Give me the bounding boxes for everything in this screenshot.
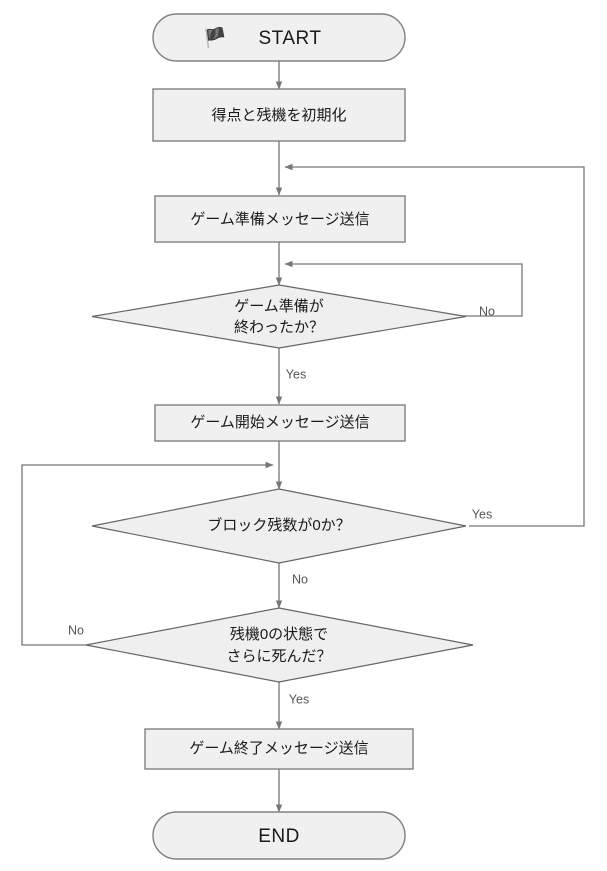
end-msg-shape [144, 728, 414, 770]
life-check-shape [85, 607, 474, 683]
node-prepare-check[interactable]: ゲーム準備が 終わったか？ [91, 284, 467, 349]
edge-label-block-yes: Yes [472, 507, 492, 521]
end-shape [152, 811, 406, 860]
node-start[interactable]: 🏴 START [152, 13, 406, 62]
edge-label-life-yes: Yes [289, 692, 309, 706]
prepare-msg-shape [154, 195, 406, 243]
start-shape [152, 13, 406, 62]
node-start-msg[interactable]: ゲーム開始メッセージ送信 [154, 404, 406, 442]
edge-label-life-no: No [68, 623, 84, 637]
start-msg-shape [154, 404, 406, 442]
edge-label-block-no: No [292, 572, 308, 586]
init-label: 得点と残機を初期化 [211, 107, 346, 124]
block-check-label: ブロック残数が0か？ [207, 516, 350, 534]
life-check-label-line1: 残機0の状態で [230, 626, 328, 643]
prepare-check-shape [91, 284, 467, 349]
prepare-check-label-line2: 終わったか？ [234, 319, 324, 336]
node-block-check[interactable]: ブロック残数が0か？ [91, 488, 467, 564]
node-end-msg[interactable]: ゲーム終了メッセージ送信 [144, 728, 414, 770]
init-shape [152, 88, 406, 142]
node-init[interactable]: 得点と残機を初期化 [152, 88, 406, 142]
start-msg-label: ゲーム開始メッセージ送信 [190, 414, 369, 431]
start-label: START [258, 28, 321, 49]
edges-layer: Yes No Yes No No Yes [21, 61, 585, 813]
prepare-check-label-line1: ゲーム準備が [234, 298, 324, 315]
edge-life-check-no-loop [21, 461, 274, 646]
edge-label-prepare-yes: Yes [286, 367, 306, 381]
green-flag-icon: 🏴 [203, 26, 227, 49]
end-label: END [258, 826, 300, 847]
block-check-shape [91, 488, 467, 564]
end-msg-label: ゲーム終了メッセージ送信 [189, 740, 368, 757]
edge-label-prepare-no: No [479, 304, 495, 318]
prepare-msg-label: ゲーム準備メッセージ送信 [190, 211, 369, 228]
node-end[interactable]: END [152, 811, 406, 860]
edge-block-check-yes-loop [284, 163, 585, 527]
node-prepare-msg[interactable]: ゲーム準備メッセージ送信 [154, 195, 406, 243]
node-life-check[interactable]: 残機0の状態で さらに死んだ？ [85, 607, 474, 683]
life-check-label-line2: さらに死んだ？ [226, 648, 331, 665]
